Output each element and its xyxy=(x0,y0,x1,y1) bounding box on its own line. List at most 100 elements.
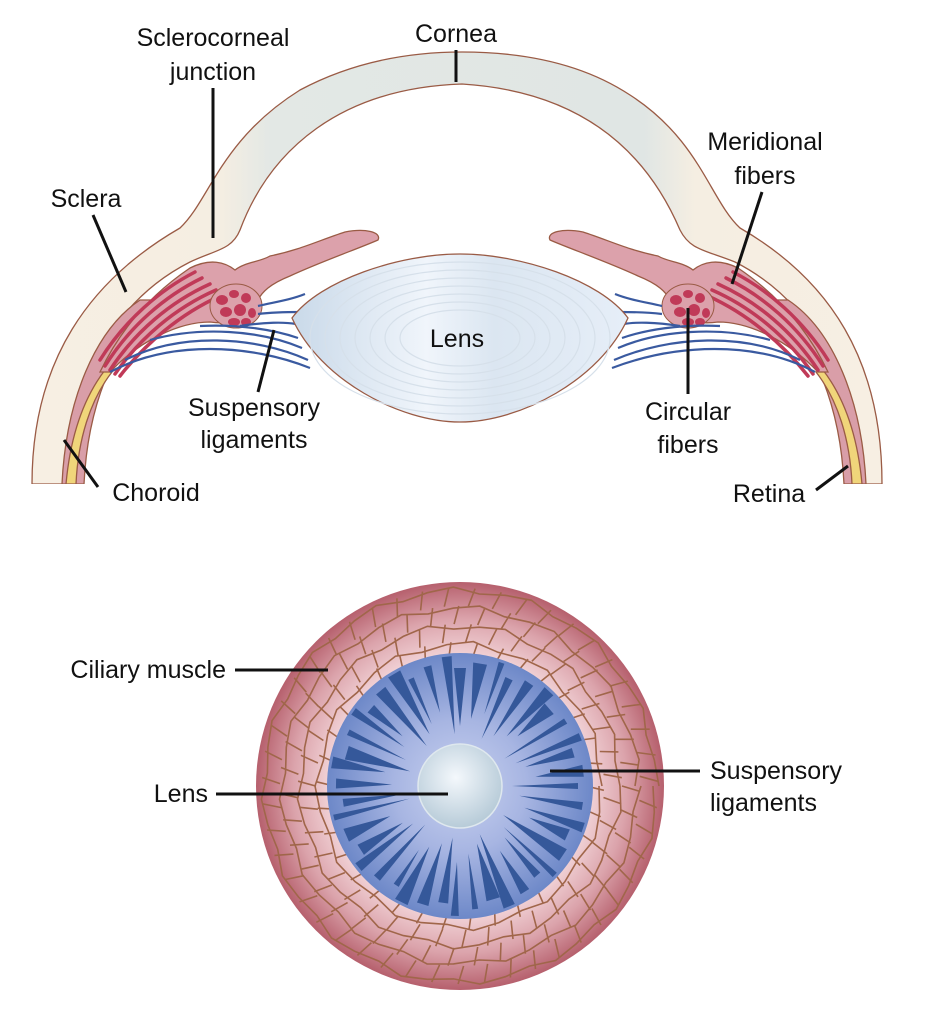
muscle-cell-wall xyxy=(293,716,310,729)
muscle-cell-wall xyxy=(350,665,361,683)
muscle-cell-wall xyxy=(514,599,528,616)
muscle-cell-wall xyxy=(338,652,349,670)
ligament-ray xyxy=(524,807,585,833)
muscle-cell-wall xyxy=(550,897,560,915)
ligament-ray xyxy=(454,668,466,726)
muscle-cell-wall xyxy=(573,924,582,943)
circular-fibers-left xyxy=(209,283,263,329)
muscle-cell-wall xyxy=(567,681,585,692)
muscle-cell-wall xyxy=(510,635,523,652)
ligament-ray xyxy=(503,814,567,861)
muscle-cell-wall xyxy=(434,928,444,947)
muscle-cell-wall xyxy=(592,841,608,855)
muscle-cell-wall xyxy=(358,636,367,655)
label-suspensory-ligaments-line2: ligaments xyxy=(201,426,308,454)
muscle-cell-wall xyxy=(421,944,432,963)
muscle-cell-wall xyxy=(409,923,421,941)
muscle-cell-wall xyxy=(285,874,305,881)
ligament-ray xyxy=(342,794,401,807)
ligament-ray xyxy=(344,746,411,772)
muscle-cell-wall xyxy=(620,761,639,766)
leader-suspensory-ligaments-top xyxy=(256,329,276,393)
muscle-cell-wall xyxy=(327,871,346,881)
ligament-ray xyxy=(333,798,410,821)
muscle-cell-wall xyxy=(606,854,622,868)
ligament-ray xyxy=(504,837,541,878)
muscle-cell-wall xyxy=(639,799,658,809)
muscle-cell-wall xyxy=(430,964,441,983)
muscle-cell-wall xyxy=(562,910,572,929)
muscle-cell-wall xyxy=(419,591,424,611)
muscle-cell-wall xyxy=(441,624,446,644)
muscle-cell-wall xyxy=(581,702,600,710)
muscle-cell-wall xyxy=(299,806,318,810)
circular-fibers-right xyxy=(661,283,715,329)
ligament-ray xyxy=(343,816,391,842)
muscle-cell-wall xyxy=(487,627,498,646)
ligament-ray xyxy=(331,756,386,773)
leader-sclera xyxy=(91,214,128,293)
muscle-cell-ring xyxy=(296,625,622,950)
muscle-cell-wall xyxy=(594,690,614,698)
ligament-ray xyxy=(471,662,488,719)
muscle-cell-wall xyxy=(280,766,299,775)
ligament-ray xyxy=(408,677,432,725)
muscle-cell-wall xyxy=(614,832,632,844)
ligament-ray xyxy=(479,834,515,909)
muscle-cell-wall xyxy=(491,592,503,610)
muscle-cell-wall xyxy=(483,963,489,983)
muscle-cell-wall xyxy=(320,671,333,688)
muscle-cell-wall xyxy=(628,846,645,860)
suspensory-ligament-rays xyxy=(331,656,585,917)
muscle-cell-wall xyxy=(381,623,387,643)
ligament-ray xyxy=(476,843,500,902)
ligament-ray xyxy=(468,853,479,910)
muscle-cell-wall xyxy=(594,874,608,891)
muscle-cell-wall xyxy=(473,946,479,966)
muscle-cell-wall xyxy=(510,920,514,940)
muscle-cell-wall xyxy=(314,884,333,893)
muscle-cell-wall xyxy=(522,935,527,954)
muscle-cell-wall xyxy=(289,843,309,846)
muscle-cell-wall xyxy=(371,608,377,628)
muscle-cell-wall xyxy=(603,773,622,779)
muscle-cell-wall xyxy=(606,713,626,718)
ligament-ray xyxy=(357,822,403,855)
muscle-cell-wall xyxy=(350,917,367,930)
muscle-cell-wall xyxy=(394,637,399,657)
muscle-cell-wall xyxy=(486,927,490,946)
muscle-cell-wall xyxy=(285,740,303,752)
ligament-ray xyxy=(504,718,568,759)
muscle-cell-wall xyxy=(619,868,634,884)
muscle-cell-wall xyxy=(577,639,595,651)
muscle-cell-wall xyxy=(447,947,455,966)
muscle-cell-wall xyxy=(330,901,348,913)
muscle-cell-wall xyxy=(621,703,641,708)
muscle-cell-wall xyxy=(509,958,512,978)
muscle-cell-wall xyxy=(603,796,622,805)
muscle-cell-wall xyxy=(266,829,286,833)
leader-retina xyxy=(815,464,849,492)
muscle-cell-wall xyxy=(385,915,399,931)
muscle-cell-wall xyxy=(274,853,294,857)
label-choroid: Choroid xyxy=(112,479,200,507)
muscle-cell-wall xyxy=(271,724,288,737)
muscle-cell-wall xyxy=(318,705,334,720)
muscle-cell-wall xyxy=(636,751,656,756)
muscle-cell-wall xyxy=(300,754,319,764)
label-meridional-fibers-line2: fibers xyxy=(734,162,795,190)
ligament-ray xyxy=(515,733,582,764)
muscle-cell-wall xyxy=(314,852,333,858)
ligament-ray xyxy=(376,686,427,747)
lens-growth-rings xyxy=(309,261,611,415)
muscle-cell-wall xyxy=(609,680,629,687)
muscle-cell-wall xyxy=(461,929,467,949)
muscle-cell-wall xyxy=(619,808,638,819)
muscle-cell-wall xyxy=(464,624,473,643)
ligament-ray xyxy=(423,665,441,713)
muscle-cell-wall xyxy=(639,775,659,783)
retina-right xyxy=(814,369,863,484)
muscle-cell-wall xyxy=(531,910,538,929)
label-circular-fibers-line2: fibers xyxy=(657,431,718,459)
